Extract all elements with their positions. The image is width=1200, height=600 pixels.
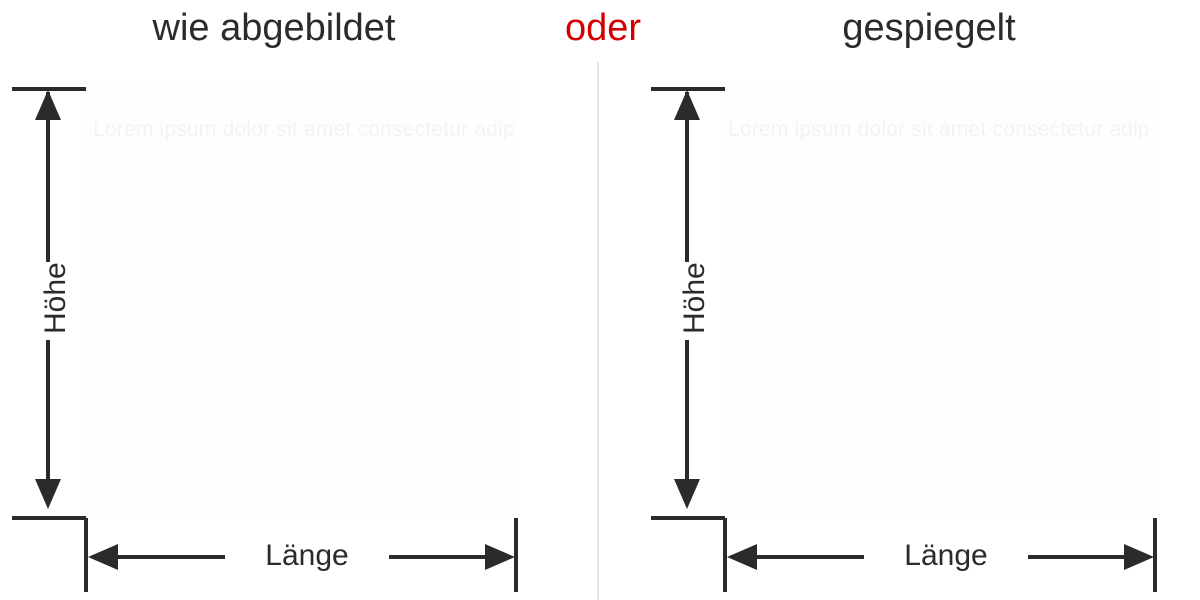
length-right-witness-line — [1153, 518, 1157, 592]
arrow-up-icon — [35, 90, 61, 120]
arrow-left-icon — [727, 544, 757, 570]
length-right-witness-line — [514, 518, 518, 592]
dimension-label-hoehe: Höhe — [39, 262, 73, 340]
panel-gespiegelt: Lorem ipsum dolor sit amet consectetur a… — [639, 0, 1199, 600]
arrow-down-icon — [35, 479, 61, 509]
artwork-ghost-text: Lorem ipsum dolor sit amet consectetur a… — [728, 118, 1148, 141]
arrow-up-icon — [674, 90, 700, 120]
dimension-label-laenge: Länge — [225, 539, 389, 573]
artwork-ghost-text: Lorem ipsum dolor sit amet consectetur a… — [93, 118, 513, 141]
arrow-right-icon — [1124, 544, 1154, 570]
height-top-witness-line — [12, 87, 86, 91]
height-bottom-witness-line — [651, 516, 725, 520]
artwork-block-gespiegelt: Lorem ipsum dolor sit amet consectetur a… — [725, 86, 1155, 518]
arrow-down-icon — [674, 479, 700, 509]
arrow-left-icon — [88, 544, 118, 570]
artwork-block-wie-abgebildet: Lorem ipsum dolor sit amet consectetur a… — [86, 86, 516, 518]
heading-gespiegelt: gespiegelt — [842, 7, 1016, 49]
height-bottom-witness-line — [12, 516, 86, 520]
arrow-right-icon — [485, 544, 515, 570]
dimension-label-laenge: Länge — [864, 539, 1028, 573]
length-left-witness-line — [84, 518, 88, 592]
panel-wie-abgebildet: Lorem ipsum dolor sit amet consectetur a… — [0, 0, 560, 600]
heading-conjunction-oder: oder — [564, 7, 642, 49]
panel-divider — [597, 62, 599, 600]
length-left-witness-line — [723, 518, 727, 592]
heading-wie-abgebildet: wie abgebildet — [152, 7, 396, 49]
height-top-witness-line — [651, 87, 725, 91]
dimension-label-hoehe: Höhe — [678, 262, 712, 340]
